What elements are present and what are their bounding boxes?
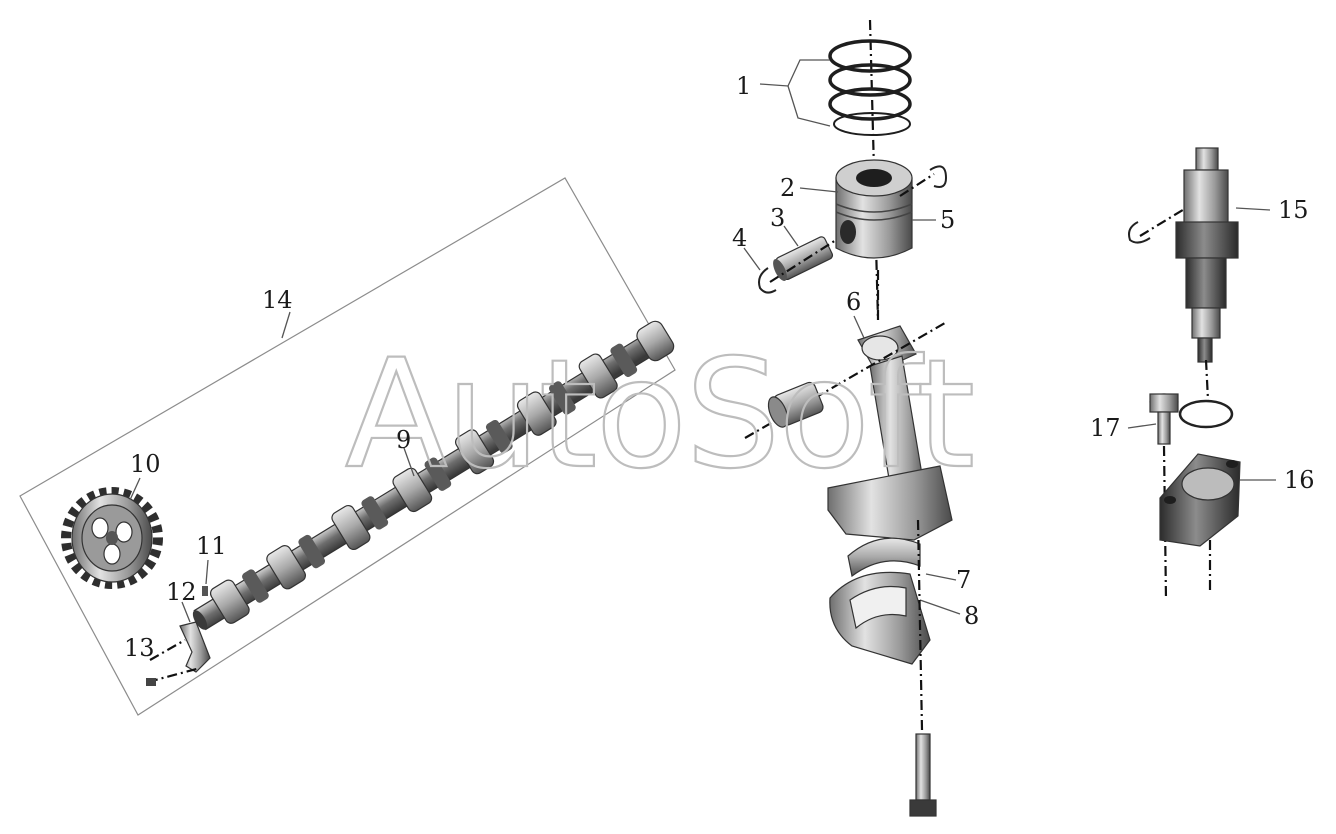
thrust-plate-bolt	[146, 639, 201, 686]
connecting-rod	[744, 270, 953, 541]
callout-16: 16	[1284, 466, 1315, 494]
camshaft-group-frame	[19, 177, 676, 716]
injector-clamp-bolt	[1127, 393, 1179, 601]
callout-3: 3	[770, 204, 785, 232]
small-end-bushing	[767, 381, 824, 428]
thrust-plate	[179, 601, 211, 673]
callout-14: 14	[262, 286, 293, 314]
callout-6: 6	[846, 288, 861, 316]
connecting-rod-bolt	[909, 519, 937, 817]
callout-17: 17	[1090, 414, 1121, 442]
camshaft	[192, 320, 675, 631]
camshaft-gear	[61, 477, 163, 589]
callout-4: 4	[732, 224, 747, 252]
woodruff-key	[202, 559, 209, 596]
piston-pin-circlip-left	[743, 247, 777, 294]
bearing-shell-upper	[847, 537, 957, 581]
callout-8: 8	[964, 602, 979, 630]
injector-clamp-flange	[1159, 453, 1276, 590]
fuel-injector	[1128, 147, 1271, 401]
piston-rings	[759, 39, 912, 136]
callout-13: 13	[124, 634, 155, 662]
piston-pin	[769, 225, 837, 283]
callout-7: 7	[956, 566, 971, 594]
bearing-cap	[829, 571, 961, 665]
callout-2: 2	[780, 174, 795, 202]
callout-12: 12	[166, 578, 197, 606]
callout-1: 1	[736, 72, 751, 100]
piston-pin-circlip-right	[899, 165, 948, 197]
callouts: 1 2 3 4 5 6 7 8 9 10 11 12 13 14 15 16 1…	[124, 72, 1315, 662]
injector-o-ring	[1178, 399, 1234, 429]
callout-9: 9	[396, 426, 411, 454]
callout-15: 15	[1278, 196, 1309, 224]
callout-5: 5	[940, 206, 955, 234]
piston	[799, 159, 936, 259]
callout-11: 11	[196, 532, 227, 560]
callout-10: 10	[130, 450, 161, 478]
watermark: AutoSoft	[345, 328, 973, 502]
